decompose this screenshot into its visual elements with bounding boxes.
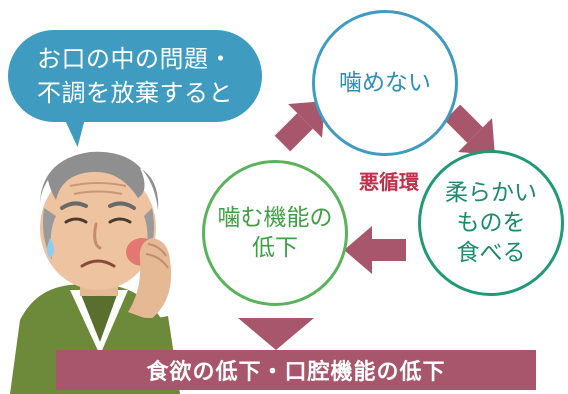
arrow-down-to-banner: [238, 318, 314, 350]
speech-bubble: お口の中の問題・ 不調を放棄すると: [8, 30, 262, 122]
arrow-left: [344, 226, 406, 274]
cycle-node-eat-soft-food-line-3: 食べる: [456, 240, 526, 266]
speech-bubble-line-1: お口の中の問題・: [37, 45, 233, 73]
cycle-node-cannot-chew: 噛めない: [312, 10, 458, 156]
arrow-up-right: [274, 101, 325, 152]
speech-bubble-line-2: 不調を放棄すると: [37, 79, 233, 107]
arrow-down-right: [444, 104, 495, 155]
cycle-node-eat-soft-food-line-1: 柔らかい: [445, 180, 537, 206]
cycle-node-eat-soft-food: 柔らかい ものを 食べる: [418, 150, 564, 296]
result-banner: 食欲の低下・口腔機能の低下: [56, 350, 536, 390]
vicious-cycle-label: 悪循環: [359, 170, 419, 194]
cycle-node-chewing-decline: 噛む機能の 低下: [202, 160, 348, 306]
cycle-node-chewing-decline-line-1: 噛む機能の: [217, 205, 333, 231]
cycle-node-eat-soft-food-line-2: ものを: [456, 210, 526, 236]
cycle-node-chewing-decline-line-2: 低下: [252, 235, 298, 261]
cycle-node-cannot-chew-label: 噛めない: [339, 70, 431, 96]
elderly-man-illustration: [10, 151, 180, 394]
